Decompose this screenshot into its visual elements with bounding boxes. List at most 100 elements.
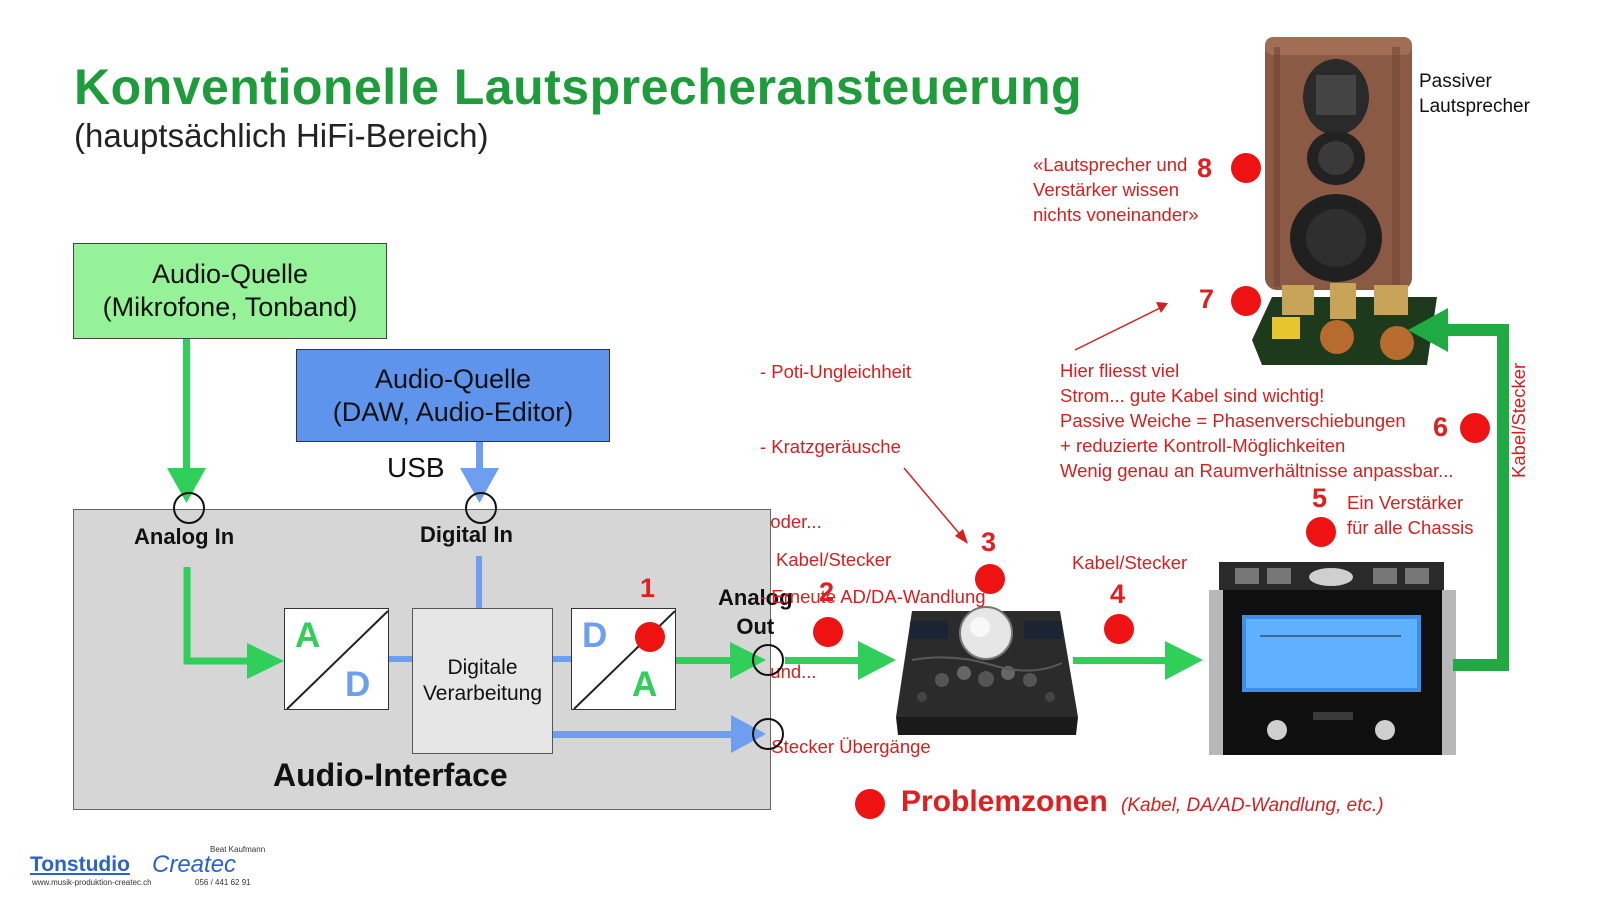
analog-out-label: Analog Out [718, 583, 793, 641]
digital-source-title: Audio-Quelle [374, 363, 532, 394]
power-amplifier-image [1209, 562, 1456, 755]
monitor-controller-image [896, 606, 1078, 735]
legend-detail: (Kabel, DA/AD-Wandlung, etc.) [1121, 795, 1384, 816]
analog-out-connector [752, 644, 784, 676]
speaker-note: Hier fliesst viel Strom... gute Kabel si… [1060, 358, 1454, 483]
problem-dot-8 [1231, 153, 1261, 183]
digital-out-connector [752, 718, 784, 750]
problem-dot-2 [813, 617, 843, 647]
usb-label: USB [387, 452, 445, 483]
adc-letter-a: A [295, 616, 321, 655]
poti-pointer-line [903, 467, 964, 539]
cable-4-arrowhead [1165, 641, 1203, 680]
cable-4-line [1073, 657, 1168, 664]
quote-note-line: Verstärker wissen [1033, 179, 1179, 200]
problem-dot-5 [1306, 517, 1336, 547]
cable-2-arrowhead [858, 641, 896, 680]
problem-dot-3 [975, 564, 1005, 594]
problem-number-8: 8 [1197, 153, 1213, 183]
speaker-note-line: Strom... gute Kabel sind wichtig! [1060, 385, 1325, 406]
analog-source-line [183, 339, 190, 470]
analog-source-arrowhead [167, 468, 206, 503]
dac-output-line [676, 657, 736, 664]
quote-note-line: nichts voneinander» [1033, 204, 1199, 225]
logo-owner: Beat Kaufmann [210, 845, 266, 854]
dac-converter-box: D A [571, 608, 676, 710]
poti-note: - Poti-Ungleichheit - Kratzgeräusche ode… [760, 309, 986, 784]
legend-red-dot [855, 789, 885, 819]
digital-source-box: Audio-Quelle (DAW, Audio-Editor) [296, 349, 610, 442]
processing-label-line2: Verarbeitung [422, 682, 543, 705]
logo-brand-2: Createc [152, 851, 237, 878]
digital-source-subtitle: (DAW, Audio-Editor) [332, 396, 574, 427]
problem-dot-7 [1231, 286, 1261, 316]
problem-number-5: 5 [1312, 483, 1328, 513]
usb-arrowhead [460, 468, 499, 503]
problem-number-7: 7 [1199, 284, 1215, 314]
analog-in-path [183, 567, 250, 665]
passive-speaker-label-line2: Lautsprecher [1419, 96, 1530, 117]
dac-letter-a: A [632, 665, 658, 704]
poti-note-line: - Poti-Ungleichheit [760, 361, 912, 382]
amp-note: Ein Verstärker für alle Chassis [1347, 490, 1473, 540]
cable-2-line [785, 657, 861, 664]
analog-out-label-line2: Out [736, 614, 775, 639]
speaker-note-line: Hier fliesst viel [1060, 360, 1180, 381]
dac-letter-d: D [582, 616, 608, 655]
adc-diagonal [286, 610, 388, 709]
poti-note-line: - Erneute AD/DA-Wandlung [760, 586, 986, 607]
usb-line [476, 442, 483, 472]
problem-number-4: 4 [1110, 579, 1126, 609]
digital-out-arrowhead [731, 715, 766, 753]
page-title: Konventionelle Lautsprecheransteuerung [74, 59, 1083, 115]
cable-6-path [1445, 324, 1509, 671]
digital-in-label: Digital In [420, 522, 513, 547]
passive-speaker-image [1252, 37, 1437, 365]
analog-in-connector [173, 492, 205, 524]
adc-converter-box: A D [284, 608, 389, 710]
problem-dot-6 [1460, 413, 1490, 443]
problem-number-2: 2 [819, 577, 835, 607]
page-subtitle: (hauptsächlich HiFi-Bereich) [74, 117, 489, 154]
studio-logo: Tonstudio Createc Beat Kaufmann www.musi… [30, 845, 265, 891]
interface-title: Audio-Interface [273, 757, 508, 793]
speaker-note-line: Wenig genau an Raumverhältnisse anpassba… [1060, 460, 1454, 481]
analog-out-label-line1: Analog [718, 585, 793, 610]
adc-letter-d: D [345, 665, 371, 704]
analog-source-subtitle: (Mikrofone, Tonband) [102, 292, 358, 322]
speaker-input-arrowhead [1408, 308, 1448, 352]
dsp-to-dac-link [553, 656, 571, 662]
analog-source-title: Audio-Quelle [151, 259, 309, 290]
problem-number-1: 1 [640, 573, 656, 603]
cable-note-4: Kabel/Stecker [1072, 552, 1188, 573]
quote-note: «Lautsprecher und Verstärker wissen nich… [1033, 152, 1199, 227]
speaker-note-line: Passive Weiche = Phasenverschiebungen [1060, 410, 1406, 431]
analog-source-box: Audio-Quelle (Mikrofone, Tonband) [73, 243, 387, 339]
problem-dot-1 [635, 622, 665, 652]
poti-note-line: - Stecker Übergänge [760, 736, 931, 757]
analog-out-arrowhead [730, 642, 766, 679]
amp-note-line2: für alle Chassis [1347, 517, 1474, 538]
problem-dot-4 [1104, 614, 1134, 644]
poti-pointer-head [955, 529, 968, 544]
digital-processing-box: Digitale Verarbeitung [412, 608, 553, 754]
adc-to-dsp-link [389, 656, 412, 662]
quote-note-line: «Lautsprecher und [1033, 154, 1188, 175]
speaker-note-line: + reduzierte Kontroll-Möglichkeiten [1060, 435, 1346, 456]
problem-number-3: 3 [981, 527, 997, 557]
problem-number-6: 6 [1433, 412, 1449, 442]
speaker-note-pointer-line [1074, 307, 1161, 351]
logo-phone: 056 / 441 62 91 [195, 878, 251, 887]
processing-label-line1: Digitale [447, 656, 518, 680]
speaker-note-pointer-head [1156, 302, 1168, 313]
digital-in-connector [465, 492, 497, 524]
digital-out-line [548, 731, 738, 738]
legend-label: Problemzonen [901, 785, 1108, 818]
logo-brand: Tonstudio [30, 853, 130, 876]
amp-note-line1: Ein Verstärker [1347, 492, 1464, 513]
poti-note-line: - Kratzgeräusche [760, 436, 901, 457]
analog-in-label: Analog In [134, 524, 235, 549]
digital-in-line [476, 556, 482, 608]
passive-speaker-label: Passiver Lautsprecher [1419, 69, 1530, 119]
